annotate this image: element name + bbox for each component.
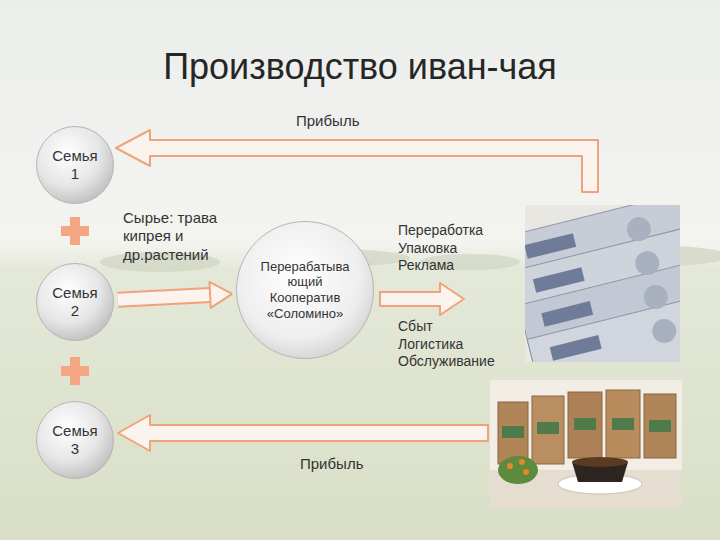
circle-node: Семья 3 (35, 400, 115, 480)
text-label: Прибыль (300, 455, 363, 474)
flow-arrow (380, 283, 464, 315)
circle-shape (37, 402, 114, 479)
tea-picture (490, 380, 682, 508)
profit-arrow (118, 415, 488, 451)
circle-shape (37, 264, 114, 341)
diagram-title: Производство иван-чая (163, 44, 557, 89)
node-text: Перерабатыва ющий Кооператив «Соломино» (261, 259, 350, 321)
arrow-shaft (118, 295, 210, 300)
circle-shape (37, 127, 114, 204)
arrow-head (209, 282, 232, 308)
node-text: Семья 2 (52, 284, 97, 320)
circle-node: Семья 2 (35, 262, 115, 342)
node-text: Семья 3 (52, 422, 97, 458)
circle-node: Семья 1 (35, 125, 115, 205)
arrow-shaft (118, 295, 210, 300)
plus-sign (61, 357, 89, 385)
flow-arrow (118, 282, 232, 308)
circle-shape (237, 222, 374, 359)
edge-label: Сырье: трава кипрея и др.растений (123, 209, 227, 265)
text-label: Переработка Упаковка Реклама (398, 222, 483, 275)
plus-sign (61, 217, 89, 245)
node-text: Семья 1 (52, 147, 97, 183)
text-label: Сбыт Логистика Обслуживание (398, 318, 495, 371)
profit-arrow (116, 130, 598, 192)
text-label: Прибыль (296, 112, 359, 131)
circle-node: Перерабатыва ющий Кооператив «Соломино» (235, 220, 375, 360)
money-picture (525, 205, 680, 362)
